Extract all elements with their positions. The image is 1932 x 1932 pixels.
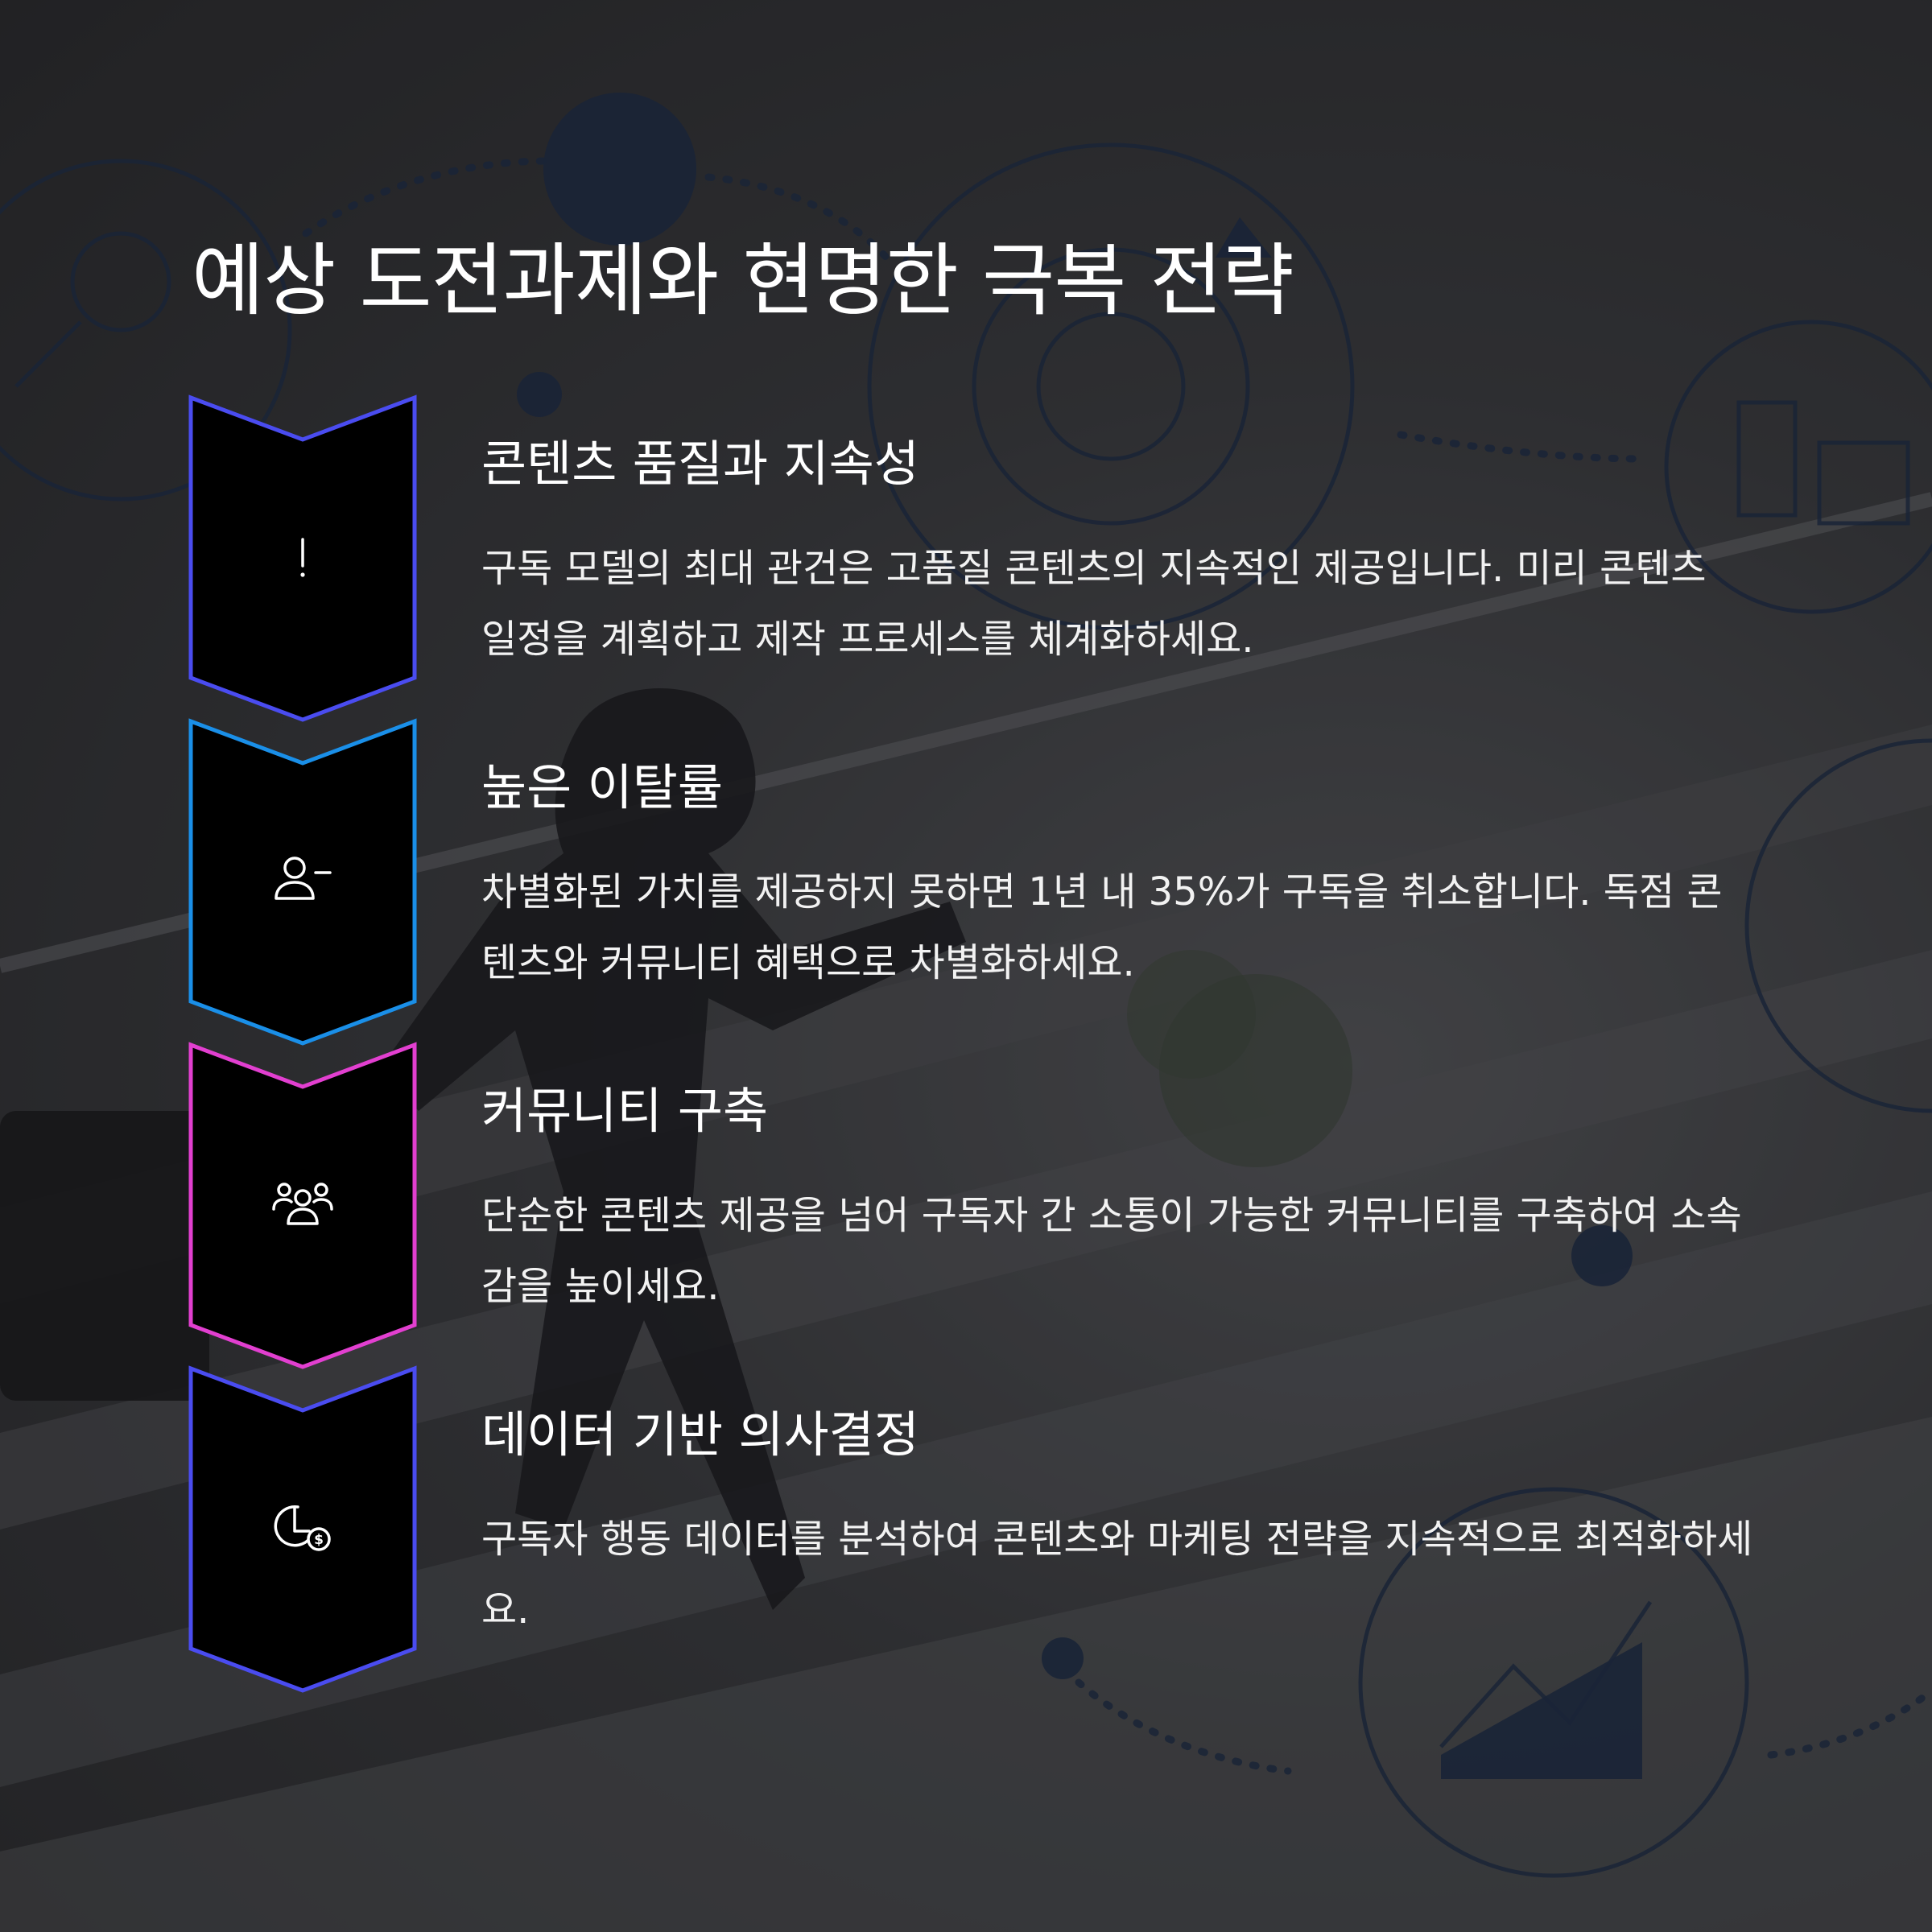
step-item: 콘텐츠 품질과 지속성 구독 모델의 최대 관건은 고품질 콘텐츠의 지속적인 … (0, 394, 1932, 733)
step-title: 데이터 기반 의사결정 (481, 1406, 919, 1463)
step-title: 높은 이탈률 (481, 759, 723, 816)
step-chevron (188, 1365, 417, 1693)
step-item: 커뮤니티 구축 단순한 콘텐츠 제공을 넘어 구독자 간 소통이 가능한 커뮤니… (0, 1042, 1932, 1380)
step-item: 높은 이탈률 차별화된 가치를 제공하지 못하면 1년 내 35%가 구독을 취… (0, 718, 1932, 1056)
step-item: $ 데이터 기반 의사결정 구독자 행동 데이터를 분석하여 콘텐츠와 마케팅 … (0, 1365, 1932, 1703)
step-title: 커뮤니티 구축 (481, 1083, 769, 1140)
svg-text:$: $ (314, 1532, 324, 1548)
exclamation-icon (300, 538, 305, 577)
chart-dollar-icon: $ (274, 1505, 331, 1551)
user-minus-icon (275, 857, 332, 900)
step-title: 콘텐츠 품질과 지속성 (481, 436, 919, 493)
step-description: 단순한 콘텐츠 제공을 넘어 구독자 간 소통이 가능한 커뮤니티를 구축하여 … (481, 1193, 1742, 1309)
users-group-icon (272, 1183, 333, 1225)
step-description: 차별화된 가치를 제공하지 못하면 1년 내 35%가 구독을 취소합니다. 독… (481, 869, 1723, 985)
page-title: 예상 도전과제와 현명한 극복 전략 (192, 235, 1294, 327)
step-description: 구독자 행동 데이터를 분석하여 콘텐츠와 마케팅 전략을 지속적으로 최적화하… (481, 1517, 1753, 1633)
step-description: 구독 모델의 최대 관건은 고품질 콘텐츠의 지속적인 제공입니다. 미리 콘텐… (481, 546, 1707, 662)
